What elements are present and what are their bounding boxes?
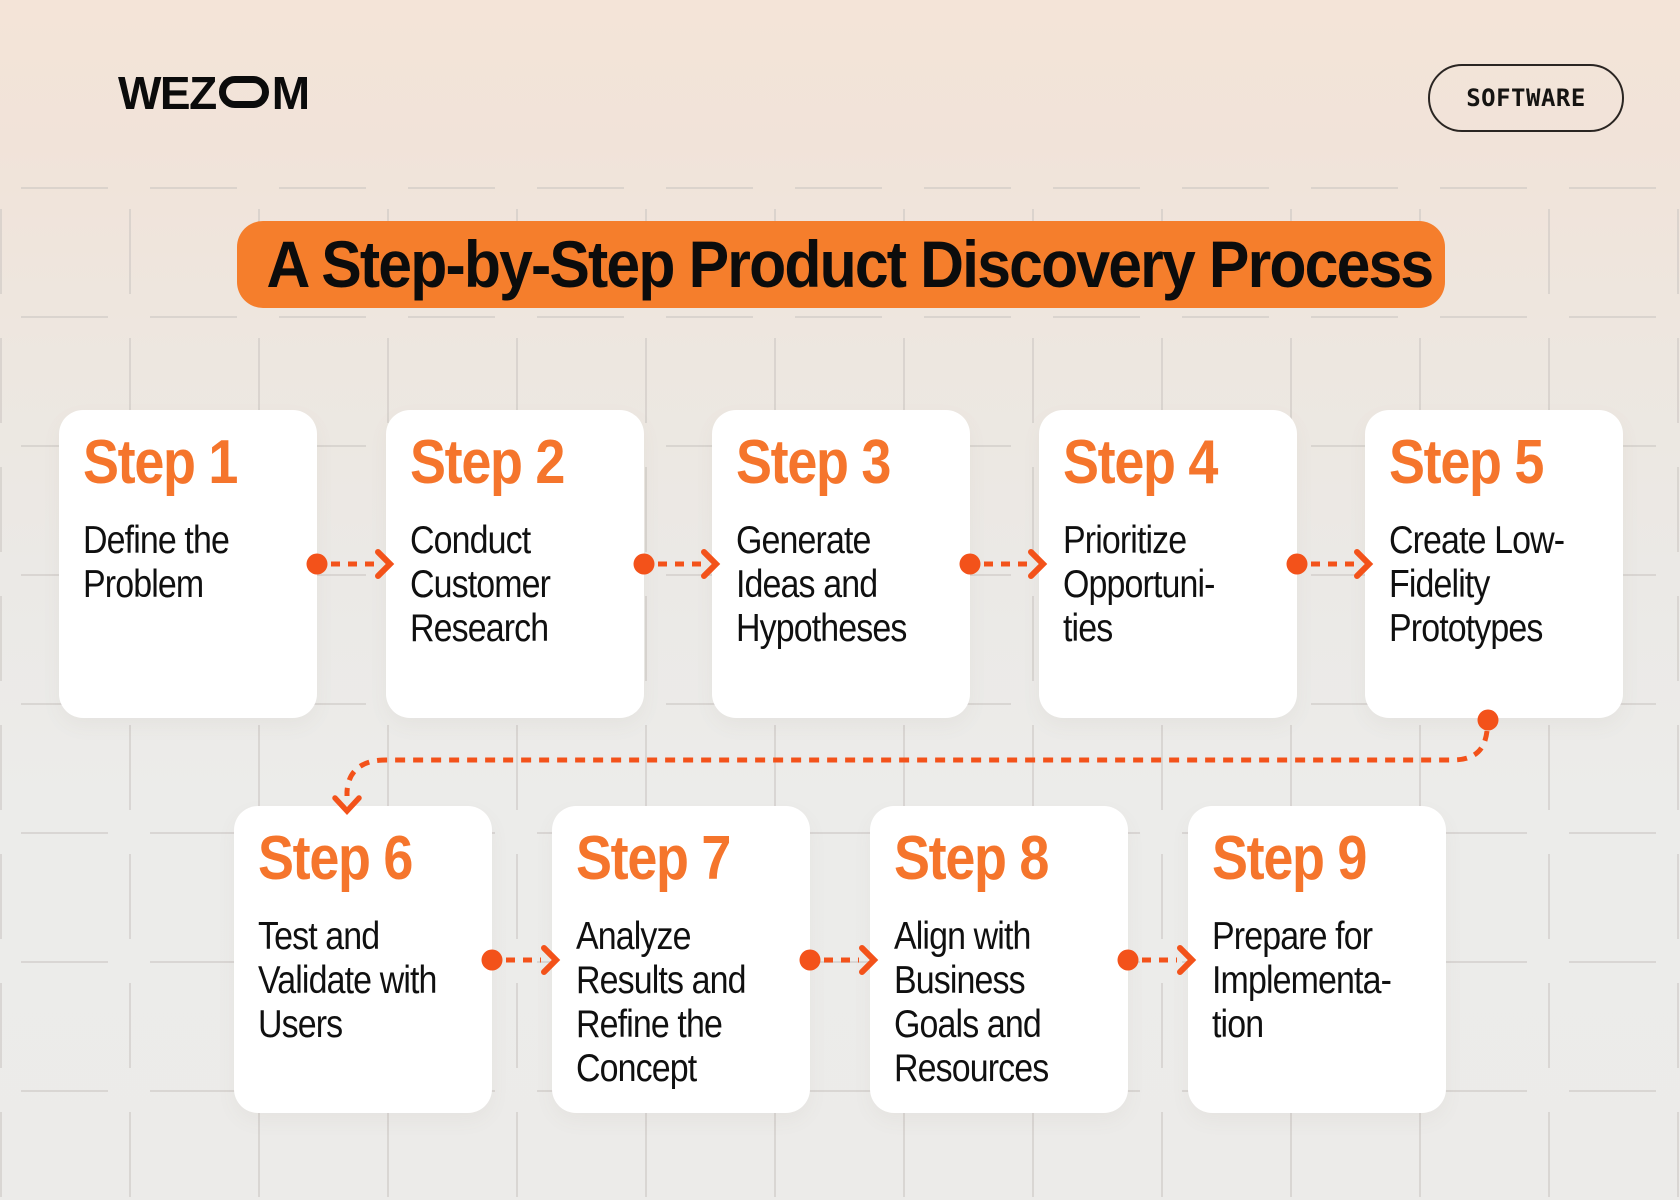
logo-o-pill-icon [218, 76, 269, 108]
step-card-8: Step 8 Align with Business Goals and Res… [870, 806, 1128, 1113]
step-card-6: Step 6 Test and Validate with Users [234, 806, 492, 1113]
step-card-2: Step 2 Conduct Customer Research [386, 410, 644, 718]
step-4-description: Prioritize Opportuni- ties [1063, 519, 1215, 650]
step-9-title: Step 9 [1212, 824, 1367, 893]
step-9-description: Prepare for Implementa- tion [1212, 915, 1392, 1046]
step-card-9: Step 9 Prepare for Implementa- tion [1188, 806, 1446, 1113]
step-3-title: Step 3 [736, 428, 891, 497]
step-8-title: Step 8 [894, 824, 1049, 893]
title-banner: A Step-by-Step Product Discovery Process [237, 221, 1445, 308]
step-5-description: Create Low- Fidelity Prototypes [1389, 519, 1565, 650]
software-badge-label: SOFTWARE [1466, 84, 1586, 112]
logo-text-suffix: M [271, 67, 310, 119]
step-4-title: Step 4 [1063, 428, 1218, 497]
step-6-title: Step 6 [258, 824, 413, 893]
step-card-5: Step 5 Create Low- Fidelity Prototypes [1365, 410, 1623, 718]
step-card-1: Step 1 Define the Problem [59, 410, 317, 718]
step-card-4: Step 4 Prioritize Opportuni- ties [1039, 410, 1297, 718]
software-badge[interactable]: SOFTWARE [1428, 64, 1624, 132]
step-2-description: Conduct Customer Research [410, 519, 551, 650]
wezom-logo: WEZ M [118, 67, 310, 119]
step-3-description: Generate Ideas and Hypotheses [736, 519, 907, 650]
logo-text-prefix: WEZ [118, 67, 217, 119]
step-1-description: Define the Problem [83, 519, 230, 606]
step-8-description: Align with Business Goals and Resources [894, 915, 1049, 1090]
step-7-title: Step 7 [576, 824, 731, 893]
step-card-7: Step 7 Analyze Results and Refine the Co… [552, 806, 810, 1113]
step-1-title: Step 1 [83, 428, 238, 497]
step-card-3: Step 3 Generate Ideas and Hypotheses [712, 410, 970, 718]
step-5-title: Step 5 [1389, 428, 1544, 497]
step-7-description: Analyze Results and Refine the Concept [576, 915, 746, 1090]
page-title: A Step-by-Step Product Discovery Process [266, 227, 1434, 301]
step-6-description: Test and Validate with Users [258, 915, 437, 1046]
step-2-title: Step 2 [410, 428, 565, 497]
